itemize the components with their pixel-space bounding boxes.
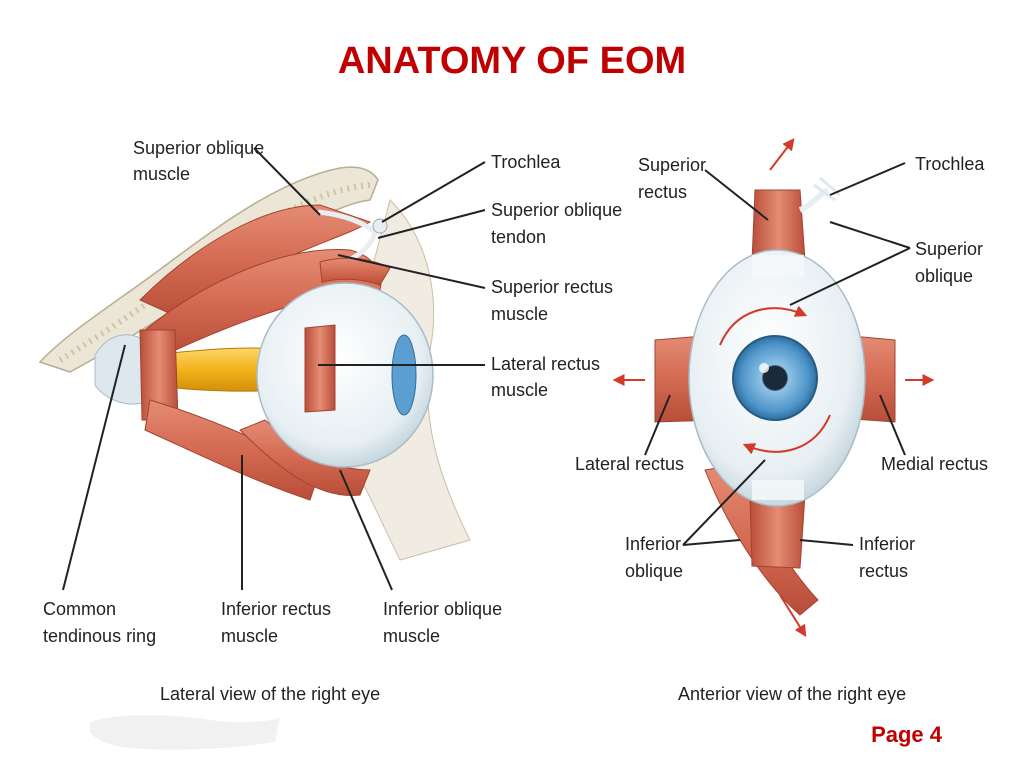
- lateral-view-drawing: [38, 166, 471, 561]
- label-trochlea-lateral: Trochlea: [491, 152, 561, 172]
- footer-decoration: [90, 715, 280, 750]
- trochlea-lateral: [372, 218, 388, 234]
- lateral-leader-lines: [62, 147, 486, 591]
- inferior-rectus-muscle: [144, 399, 321, 501]
- label-trochlea-anterior: Trochlea: [915, 154, 985, 174]
- superior-oblique-tendon: [317, 209, 378, 265]
- caption-lateral-view: Lateral view of the right eye: [160, 684, 380, 704]
- anterior-leader-lines: [644, 162, 911, 546]
- label-lateral-rectus-anterior: Lateral rectus: [575, 454, 684, 474]
- iris-anterior: [732, 335, 818, 421]
- superior-oblique-tendon-anterior: [798, 187, 830, 213]
- eyeball-lateral: [256, 282, 434, 468]
- iris-lateral: [391, 334, 417, 416]
- caption-anterior-view: Anterior view of the right eye: [678, 684, 906, 704]
- label-medial-rectus-anterior: Medial rectus: [881, 454, 988, 474]
- slide-title: ANATOMY OF EOM: [337, 40, 687, 82]
- page-number: Page 4: [871, 722, 942, 747]
- action-arrows: [612, 138, 935, 638]
